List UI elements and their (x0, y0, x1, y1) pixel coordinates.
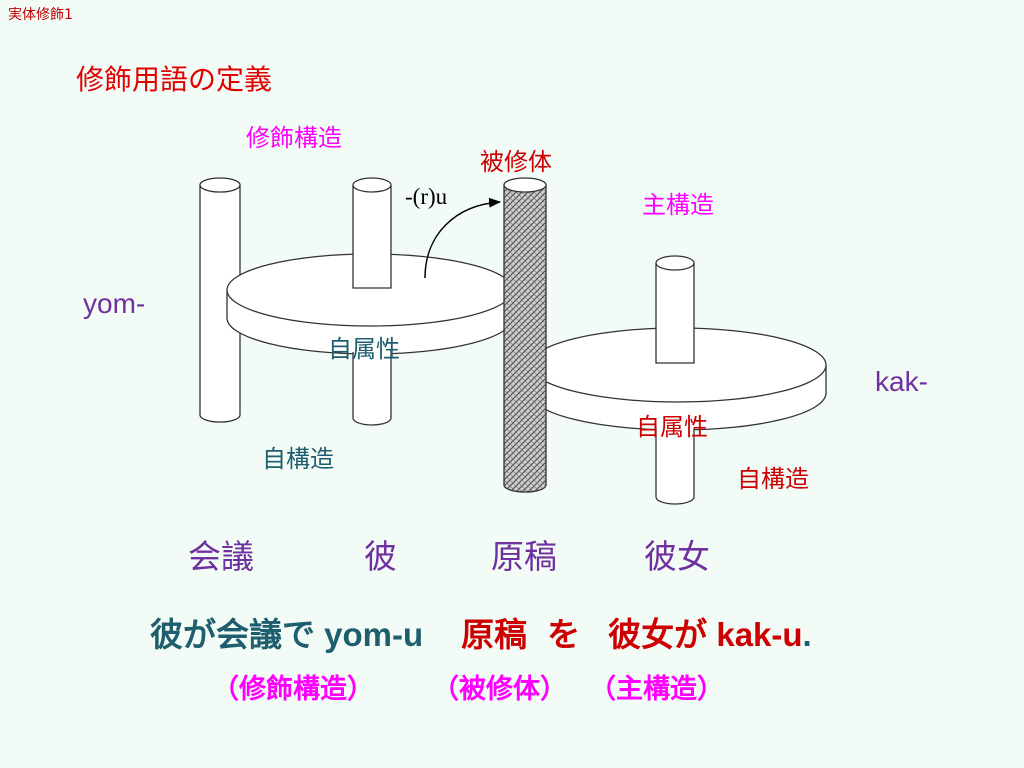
right-inner-pillar-upper (655, 255, 695, 364)
sentence-part-6: kak-u (707, 616, 803, 653)
word-kare: 彼 (364, 537, 397, 576)
slide-header: 実体修飾1 (8, 7, 73, 23)
role-main: （主構造） (589, 674, 724, 705)
head-noun-pillar (503, 177, 547, 493)
word-genkou: 原稿 (491, 537, 557, 576)
word-kanojo: 彼女 (644, 537, 710, 576)
sentence-part-3: 原稿 (461, 615, 528, 654)
sentence-part-2: yom-u (315, 616, 424, 653)
label-left-verb: yom- (83, 288, 146, 319)
label-self-structure-left: 自構造 (262, 445, 334, 473)
label-self-attribute-right: 自属性 (636, 413, 708, 441)
suffix-arrow (424, 197, 501, 279)
label-main-structure: 主構造 (642, 191, 714, 219)
label-suffix: -(r)u (405, 184, 448, 209)
example-sentence: 彼が会議で yom-u 原稿を彼女が kak-u. (150, 618, 812, 651)
label-head-noun: 被修体 (480, 148, 552, 176)
left-inner-pillar-lower (352, 350, 392, 426)
label-self-attribute-left: 自属性 (328, 335, 400, 363)
label-self-structure-right: 自構造 (737, 465, 809, 493)
word-kaigi: 会議 (188, 537, 254, 576)
slide-title: 修飾用語の定義 (76, 63, 273, 96)
sentence-part-5: 彼女が (608, 615, 708, 654)
left-inner-pillar-upper (352, 177, 392, 289)
role-annotations: （修飾構造） （被修体） （主構造） (212, 676, 724, 703)
label-right-verb: kak- (875, 366, 928, 397)
right-inner-pillar-lower (655, 428, 695, 505)
left-outer-pillar (199, 177, 241, 423)
role-head: （被修体） (432, 674, 567, 705)
sentence-part-4: を (547, 615, 581, 654)
role-modifier: （修飾構造） (212, 674, 374, 705)
label-modifier-structure: 修飾構造 (246, 124, 342, 152)
sentence-part-1: 彼が会議で (150, 615, 315, 654)
sentence-part-7: . (802, 616, 812, 653)
